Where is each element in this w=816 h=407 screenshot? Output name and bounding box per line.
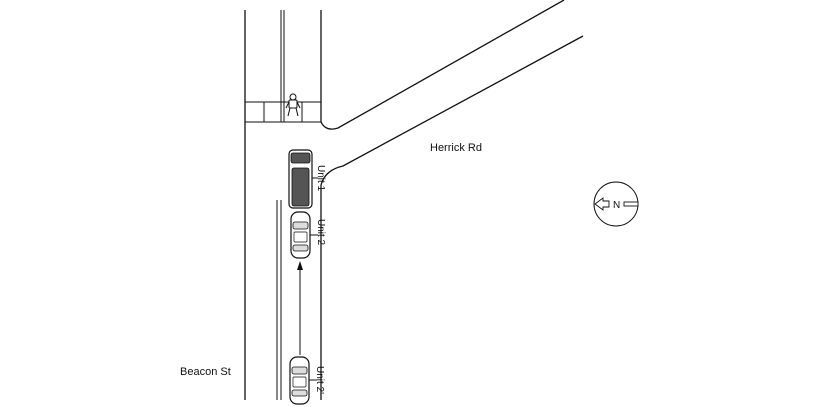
unit-1-label: Unit 1 [315, 165, 326, 192]
street-label-beacon-st: Beacon St [180, 366, 231, 378]
vehicle-unit-2-prior [289, 356, 310, 405]
compass-label: N [613, 200, 620, 211]
street-label-herrick-rd: Herrick Rd [430, 142, 482, 154]
unit-2-label: Unit 2 [315, 219, 326, 246]
travel-path-arrow [297, 261, 303, 355]
north-compass: N [593, 181, 639, 227]
compass-tail [623, 201, 639, 207]
pedestrian-icon [285, 93, 301, 117]
crosswalk [245, 101, 321, 123]
herrick-rd-lower-edge [320, 35, 584, 186]
unit-2-prior-label: Unit 2' [314, 366, 325, 394]
vehicle-unit-2 [290, 211, 311, 259]
herrick-rd-upper-edge [320, 0, 565, 130]
compass-arrow-icon [594, 197, 610, 211]
vehicle-unit-1 [288, 149, 313, 209]
